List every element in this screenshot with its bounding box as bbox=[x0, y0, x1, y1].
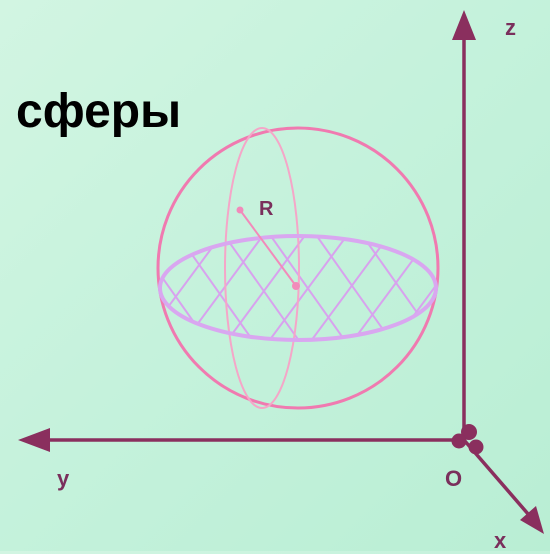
hatch-line bbox=[307, 236, 394, 340]
hatch-line bbox=[433, 236, 436, 340]
x-axis-arrowhead bbox=[520, 506, 544, 534]
sphere-outline bbox=[156, 126, 440, 410]
sphere-equator bbox=[158, 234, 438, 342]
origin-label: O bbox=[445, 466, 463, 491]
sphere-center-point bbox=[292, 282, 300, 290]
equator-hatching bbox=[160, 236, 436, 340]
hatch-line bbox=[405, 236, 436, 340]
origin-dot bbox=[451, 433, 467, 449]
hatch-line bbox=[221, 236, 303, 340]
z-axis-arrowhead bbox=[452, 10, 476, 40]
hatch-line bbox=[267, 236, 349, 340]
radius-end-point bbox=[236, 206, 244, 214]
origin-dot bbox=[461, 424, 477, 440]
x-axis-label: x bbox=[494, 528, 507, 553]
hatch-line bbox=[359, 236, 436, 340]
z-axis-label: z bbox=[505, 15, 516, 40]
origin-dot bbox=[468, 439, 484, 455]
hatch-line bbox=[223, 236, 310, 340]
hatch-line bbox=[313, 236, 395, 340]
page-title: сферы bbox=[16, 85, 182, 138]
sphere-meridian bbox=[224, 127, 300, 409]
y-axis-arrowhead bbox=[18, 428, 50, 452]
y-axis-label: y bbox=[57, 466, 70, 491]
radius-label: R bbox=[259, 198, 274, 220]
radius-line bbox=[239, 209, 297, 287]
